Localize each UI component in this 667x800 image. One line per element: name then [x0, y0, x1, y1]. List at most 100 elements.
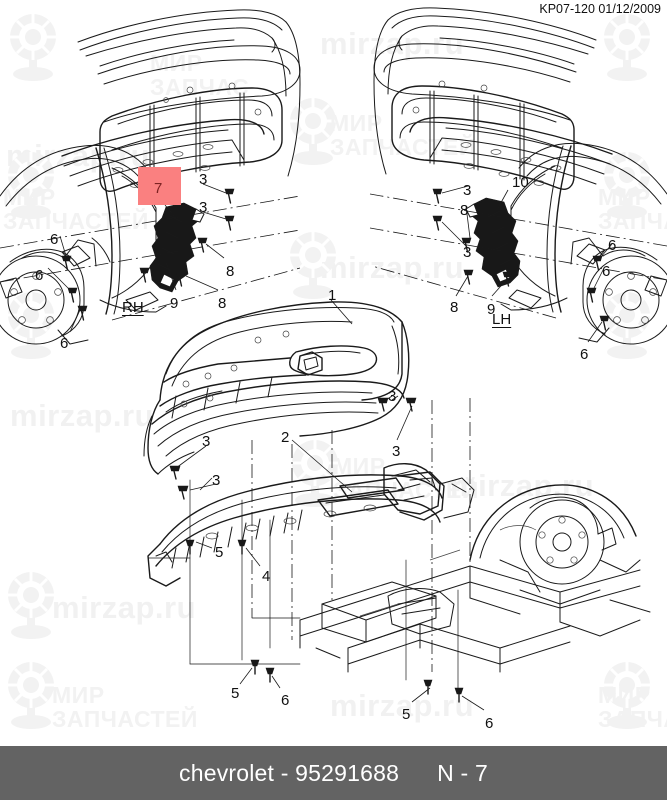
callout-number[interactable]: 6: [50, 231, 59, 248]
screw: [169, 465, 181, 480]
callout-number[interactable]: 3: [388, 388, 397, 405]
screw: [175, 271, 186, 287]
footer-brand-part: chevrolet - 95291688: [179, 759, 400, 786]
screw: [405, 397, 417, 412]
mirzap-logo-icon: [604, 152, 650, 219]
screw: [592, 255, 603, 271]
screw: [224, 188, 235, 204]
callout-number[interactable]: 6: [485, 715, 494, 732]
callout-number[interactable]: 8: [218, 295, 227, 312]
callout-number[interactable]: 1: [328, 287, 337, 304]
screw: [139, 267, 150, 283]
mirzap-logo-icon: [292, 440, 338, 507]
callout-number[interactable]: 3: [463, 182, 472, 199]
footer-page-ref: N - 7: [437, 759, 488, 786]
rh-grille-assembly: [61, 9, 301, 192]
screw: [67, 287, 78, 303]
push-pin: [423, 679, 433, 695]
callout-number[interactable]: 8: [226, 263, 235, 280]
callout-number[interactable]: 2: [281, 429, 290, 446]
callout-number[interactable]: 3: [212, 472, 221, 489]
screw: [224, 215, 235, 231]
callout-number[interactable]: 3: [199, 171, 208, 188]
callout-number[interactable]: 3: [202, 433, 211, 450]
screw: [61, 255, 72, 271]
mirzap-logo-icon: [290, 98, 336, 165]
projection-lines-lower: [147, 398, 471, 691]
watermark-brand-zap: ЗАПЧАС: [150, 74, 250, 100]
callout-number[interactable]: 3: [463, 244, 472, 261]
callout-number[interactable]: 6: [580, 346, 589, 363]
callout-number[interactable]: 6: [281, 692, 290, 709]
fasteners-upper-rh: [61, 188, 235, 321]
rh-bracket-part-7: [149, 202, 205, 293]
callout-number[interactable]: 6: [35, 267, 44, 284]
callout-number[interactable]: 3: [392, 443, 401, 460]
push-pin: [265, 667, 275, 683]
watermark-domain: mirzap.ru: [320, 26, 465, 61]
screw: [432, 215, 443, 231]
callout-number[interactable]: 8: [460, 202, 469, 219]
callout-number[interactable]: 3: [199, 199, 208, 216]
watermark-domain: mirzap.ru: [52, 590, 197, 625]
watermark-brand-zap: ЗАПЧАСТЕЙ: [52, 706, 198, 732]
main-bumper-cover-part-1: [143, 299, 410, 475]
screw: [432, 188, 443, 204]
screw: [502, 271, 513, 287]
screw: [599, 315, 610, 331]
watermark-brand-zap: ЗАПЧАСТЕЙ: [333, 477, 479, 503]
callout-number[interactable]: 5: [231, 685, 240, 702]
watermark-domain: mirzap.ru: [10, 398, 155, 433]
push-pin: [237, 539, 247, 555]
watermark-domain: mirzap.ru: [450, 468, 595, 503]
watermark-brand-zap: ЗАПЧАС: [598, 208, 667, 234]
leader-lines-upper: [47, 183, 613, 343]
callout-number[interactable]: 8: [450, 299, 459, 316]
push-pin: [250, 659, 260, 675]
callout-number[interactable]: 5: [215, 544, 224, 561]
side-label-lh: LH: [492, 311, 512, 328]
lower-reinforcement-part-2: [147, 439, 445, 587]
callout-number[interactable]: 6: [60, 335, 69, 352]
mirzap-logo-icon: [8, 662, 54, 729]
callout-number[interactable]: 9: [170, 295, 179, 312]
watermark-brand-mir: МИР: [52, 682, 105, 708]
drawing-code: KP07-120 01/12/2009: [539, 2, 661, 16]
mirzap-logo-icon: [604, 662, 650, 729]
side-label-rh: RH: [122, 299, 144, 316]
callout-number[interactable]: 6: [602, 263, 611, 280]
lh-grille-assembly: [373, 7, 613, 190]
screw: [377, 397, 389, 412]
watermark-brand-mir: МИР: [3, 184, 56, 210]
callout-number[interactable]: 5: [402, 706, 411, 723]
screw: [177, 485, 189, 500]
mirzap-logo-icon: [604, 292, 650, 359]
screw: [197, 237, 208, 253]
chassis-frame-assembly: [299, 463, 651, 673]
leader-lines-lower: [199, 395, 399, 491]
push-pin: [454, 687, 464, 703]
screw: [77, 305, 88, 321]
watermark-brand-zap: ЗАПЧАС: [598, 706, 667, 732]
footer-bar: chevrolet - 95291688 N - 7: [0, 743, 667, 800]
watermark-brand-mir: МИР: [150, 50, 203, 76]
watermark-brand-mir: МИР: [330, 110, 383, 136]
watermark-domain: mirzap.ru: [320, 250, 465, 285]
watermark-brand-zap: ЗАПЧАСТЕЙ: [330, 134, 476, 160]
mirzap-logo-icon: [8, 292, 54, 359]
screw: [586, 287, 597, 303]
mirzap-logo-icon: [604, 14, 650, 81]
highlighted-part-number: 7: [154, 180, 163, 197]
watermark-brand-mir: МИР: [598, 184, 651, 210]
watermark-brand-mir: МИР: [598, 682, 651, 708]
mirzap-logo-icon: [8, 152, 54, 219]
screw: [463, 269, 474, 285]
mirzap-logo-icon: [10, 14, 56, 81]
callout-number[interactable]: 4: [262, 568, 271, 585]
push-pin: [185, 539, 195, 555]
callout-number[interactable]: 6: [608, 237, 617, 254]
callout-number[interactable]: 10: [512, 174, 529, 191]
